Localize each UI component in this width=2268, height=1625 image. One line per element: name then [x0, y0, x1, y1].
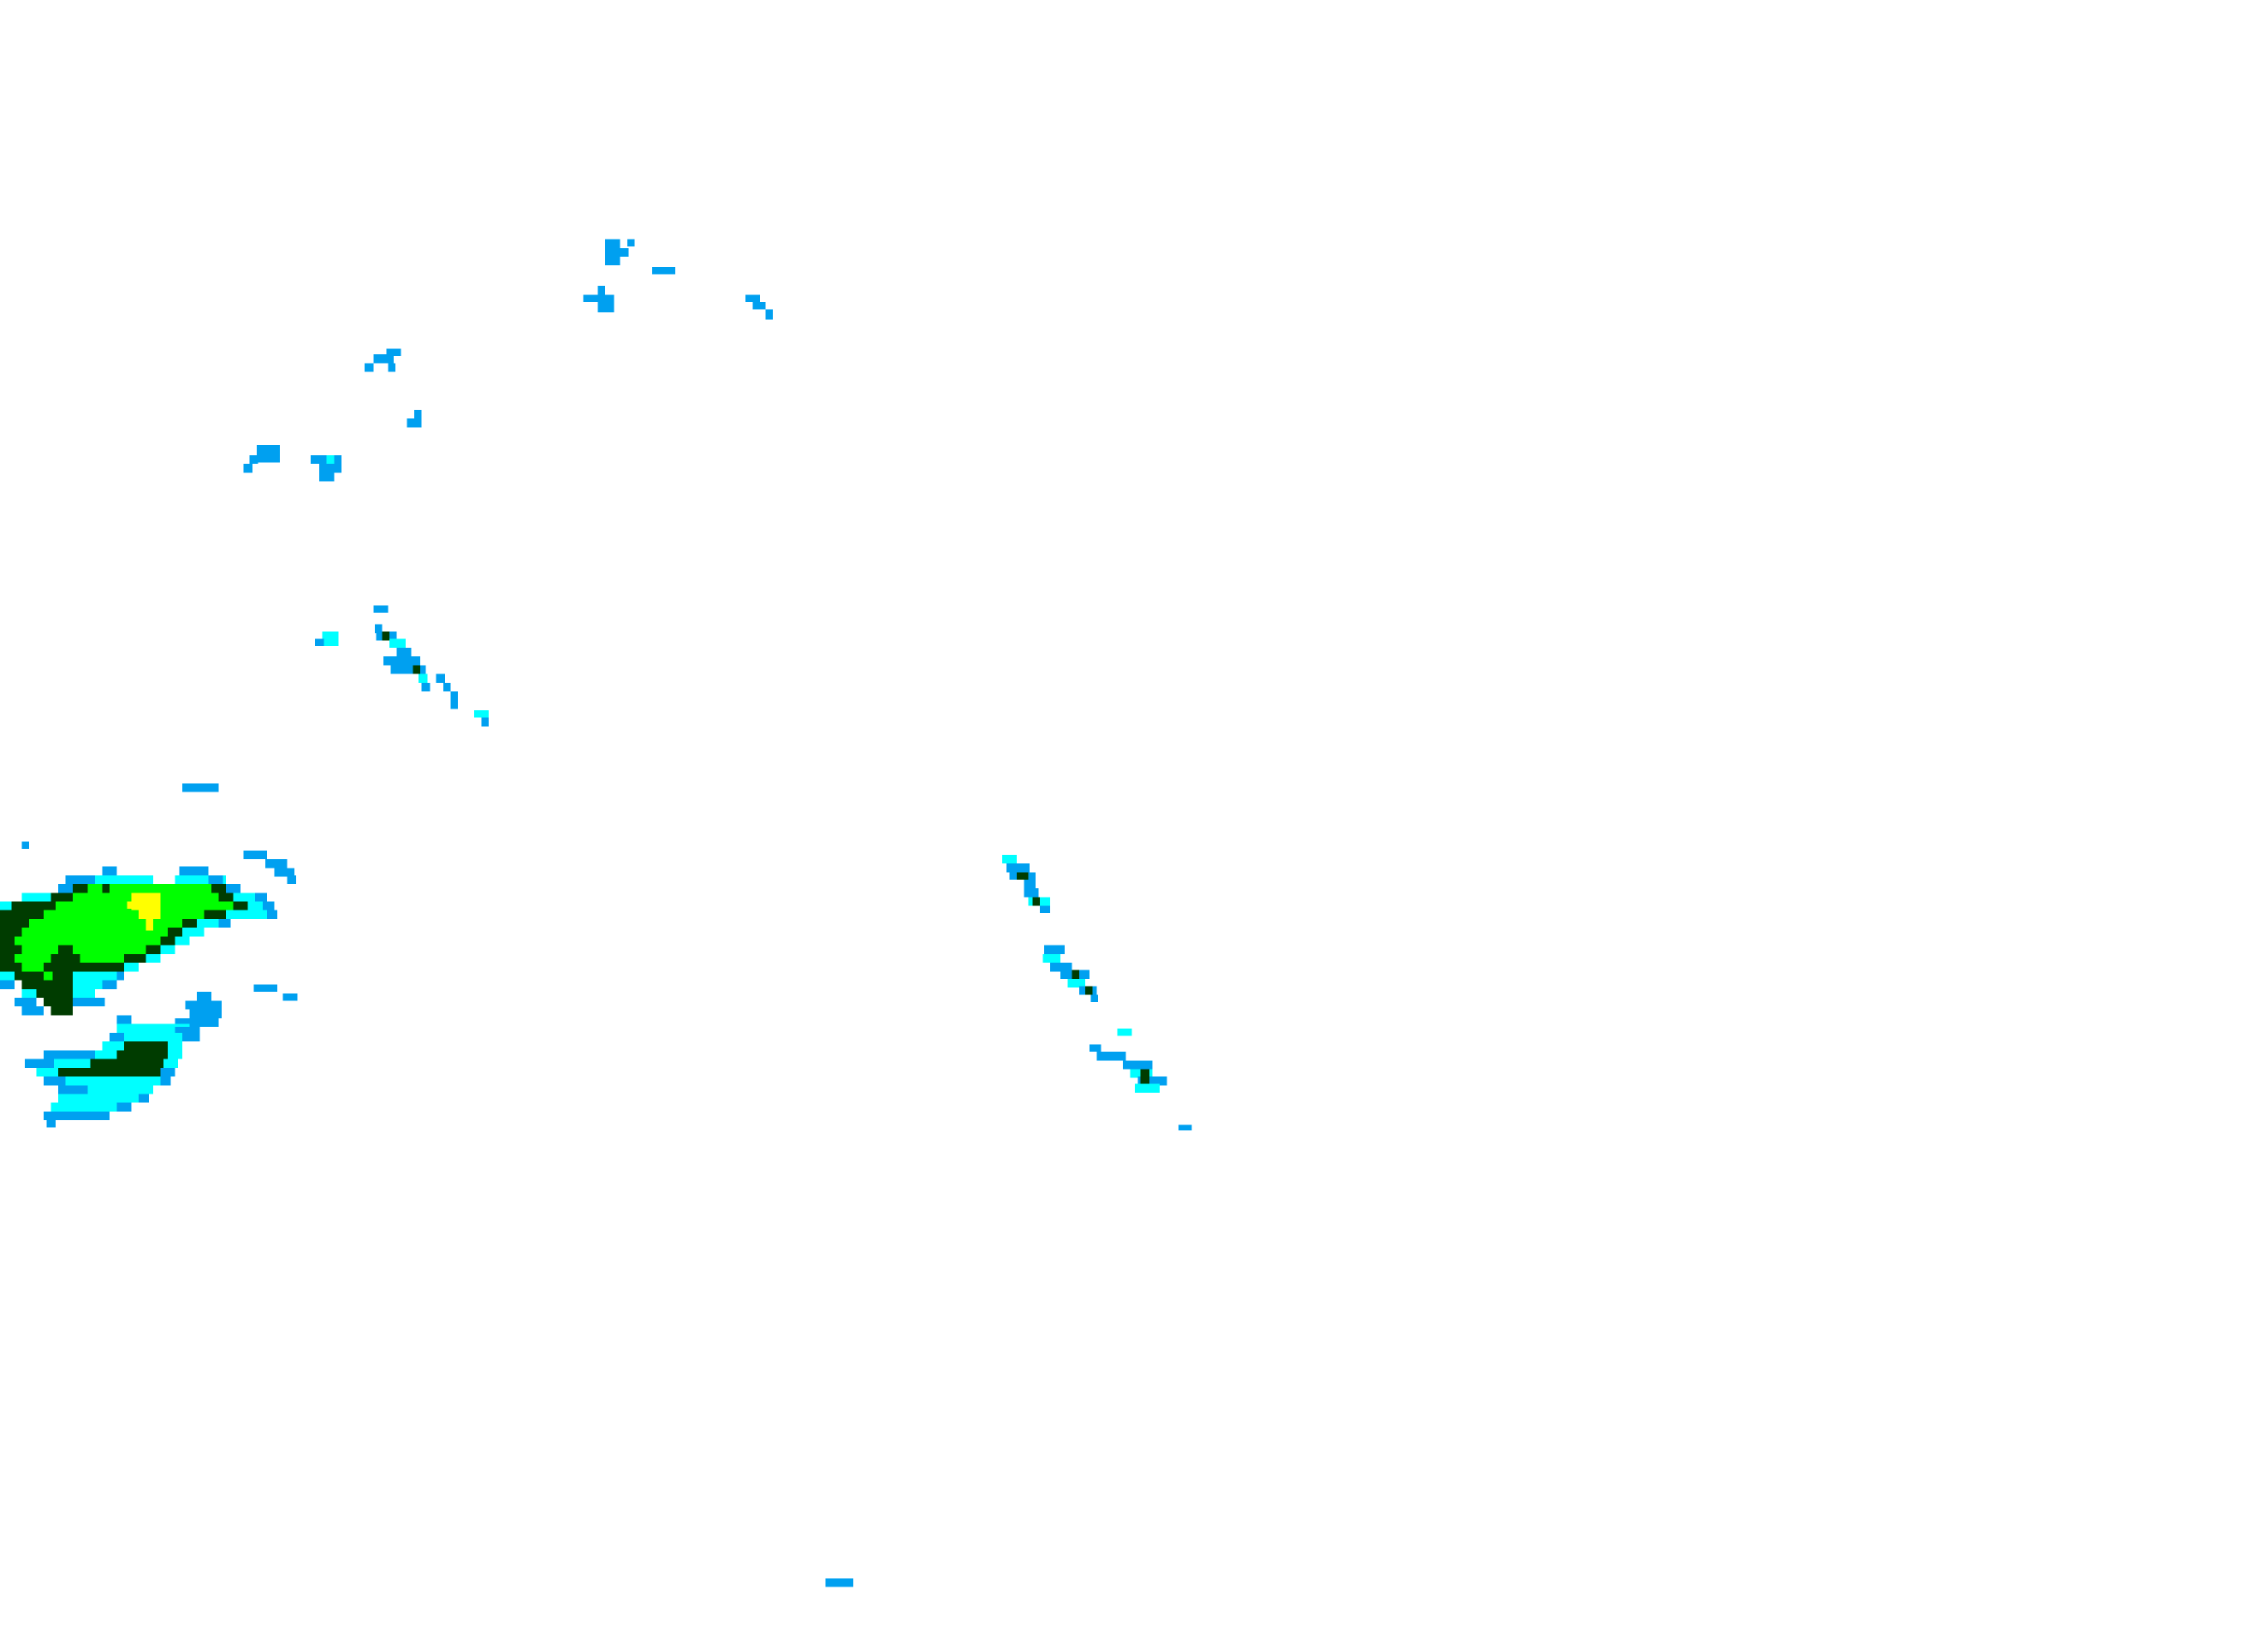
west-echo-cluster [243, 444, 341, 482]
south-west-echo-band [24, 992, 223, 1128]
north-echo-cluster-2 [365, 348, 422, 428]
isolated-echo-south [825, 1578, 853, 1587]
diagonal-echo-band-east [1001, 854, 1192, 1131]
north-echo-cluster-1 [583, 239, 774, 320]
main-storm-cell [0, 866, 277, 1016]
diagonal-echo-band-west [21, 605, 489, 1001]
